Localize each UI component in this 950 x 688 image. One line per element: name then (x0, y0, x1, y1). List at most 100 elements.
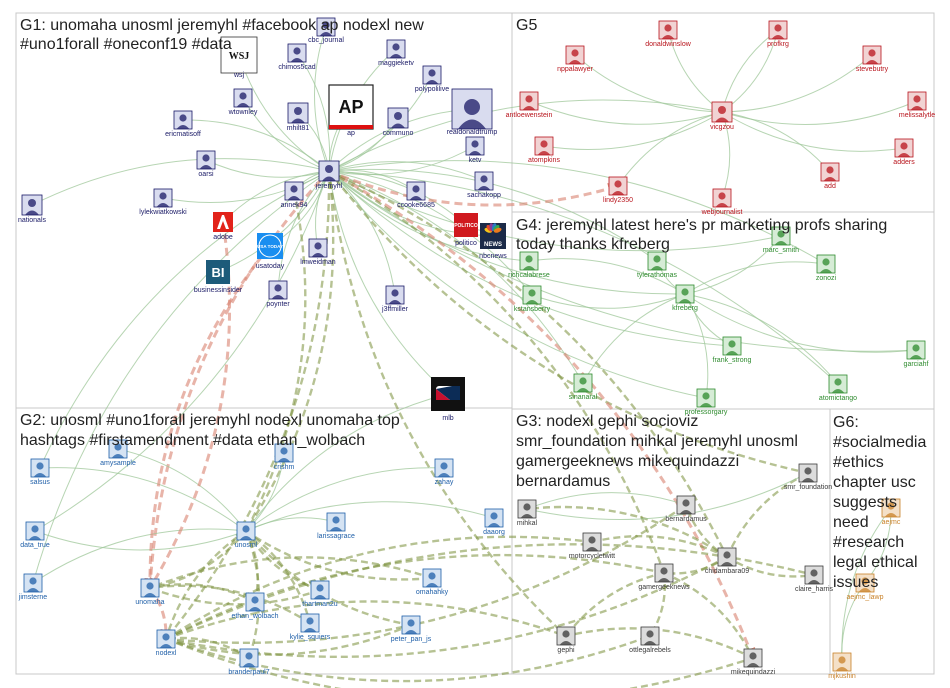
svg-text:AP: AP (338, 97, 363, 117)
node-unomaha[interactable]: unomaha (135, 578, 165, 606)
node-profkrg[interactable]: profkrg (767, 20, 789, 48)
node-label-cbc_journal: cbc_journal (308, 37, 344, 44)
node-nationals[interactable]: nationals (18, 194, 47, 224)
node-realdonaldtrump[interactable]: realdonaldtrump (447, 88, 498, 136)
node-ottlegalrebels[interactable]: ottlegalrebels (629, 626, 671, 654)
node-data_true[interactable]: data_true (20, 521, 50, 549)
edge-vicgzou-to-add (721, 111, 831, 173)
node-ethan_wolbach[interactable]: ethan_wolbach (231, 592, 279, 620)
node-adobe[interactable]: adobe (213, 212, 233, 241)
node-donaldwinslow[interactable]: donaldwinslow (645, 20, 692, 48)
node-unosml[interactable]: unosml (235, 521, 258, 549)
node-sinanaral[interactable]: sinanaral (569, 373, 598, 401)
node-melissalytle[interactable]: melissalytle (899, 91, 935, 119)
node-polypolilive[interactable]: polypolilive (415, 65, 449, 93)
node-gamergeeknews[interactable]: gamergeeknews (638, 563, 690, 591)
node-antloewenstein[interactable]: antloewenstein (506, 91, 553, 119)
node-wtownley[interactable]: wtownley (228, 88, 258, 116)
node-motorcycletwitt[interactable]: motorcycletwitt (569, 532, 615, 560)
node-thartman2u[interactable]: thartman2u (302, 580, 338, 608)
node-nodexl[interactable]: nodexl (156, 629, 177, 657)
node-peter_pan_js[interactable]: peter_pan_js (391, 615, 432, 643)
node-label-webjournalist: webjournalist (701, 209, 743, 216)
node-jimsterne[interactable]: jimsterne (18, 573, 48, 601)
node-tylerathomas[interactable]: tylerathomas (637, 251, 678, 279)
node-poynter[interactable]: poynter (266, 280, 290, 308)
node-bernardamus[interactable]: bernardamus (665, 495, 707, 523)
node-jeremyhl[interactable]: jeremyhl (315, 160, 343, 190)
node-mhilt81[interactable]: mhilt81 (287, 102, 310, 132)
edge-mlb-to-jeremyhl (327, 170, 449, 395)
avatar-icon (23, 573, 43, 593)
node-daaorg[interactable]: daaorg (483, 508, 505, 536)
node-ccooke6685[interactable]: ccooke6685 (397, 181, 435, 209)
node-zonozi[interactable]: zonozi (816, 254, 837, 282)
node-aejmc_lawp[interactable]: aejmc_lawp (847, 573, 884, 601)
node-label-unomaha: unomaha (135, 599, 164, 606)
node-kylie_squiers[interactable]: kylie_squiers (290, 613, 331, 641)
node-ketv[interactable]: ketv (465, 136, 485, 164)
node-richcalabrese[interactable]: richcalabrese (508, 251, 550, 279)
node-webjournalist[interactable]: webjournalist (701, 188, 743, 216)
node-mjkushin[interactable]: mjkushin (828, 652, 856, 680)
node-kfreberg[interactable]: kfreberg (672, 284, 698, 312)
avatar-icon (284, 181, 304, 201)
edge-omahahky-to-unomaha (148, 556, 433, 590)
node-branderpaul7[interactable]: branderpaul7 (228, 648, 270, 676)
node-lindy2350[interactable]: lindy2350 (603, 176, 633, 204)
node-mikequindazzi[interactable]: mikequindazzi (731, 648, 776, 676)
node-nppalawyer[interactable]: nppalawyer (557, 45, 594, 73)
group-title-g6-line-3: chapter usc (833, 474, 916, 491)
node-oarsi[interactable]: oarsi (196, 150, 216, 178)
node-kstansberry[interactable]: kstansberry (514, 285, 551, 313)
node-larissagrace[interactable]: larissagrace (317, 512, 355, 540)
node-smr_foundation[interactable]: smr_foundation (784, 463, 832, 491)
node-mlb[interactable]: mlb (431, 377, 465, 422)
node-gephi[interactable]: gephi (556, 626, 576, 654)
edge-vicgzou-to-antloewenstein (528, 100, 723, 125)
edge-bernardamus-to-mihkal (526, 492, 687, 510)
avatar-icon (573, 373, 593, 393)
node-stevebutry[interactable]: stevebutry (856, 45, 889, 73)
node-add[interactable]: add (820, 162, 840, 190)
node-crishm[interactable]: crishm (274, 443, 295, 471)
node-ericmatisoff[interactable]: ericmatisoff (165, 110, 201, 138)
node-aejmc[interactable]: aejmc (881, 498, 901, 526)
node-chimos5cad[interactable]: chimos5cad (278, 43, 316, 71)
node-salsus[interactable]: salsus (30, 458, 50, 486)
node-claire_harris[interactable]: claire_harris (795, 565, 834, 593)
node-zahay[interactable]: zahay (434, 458, 454, 486)
node-sachakopp[interactable]: sachakopp (467, 171, 501, 199)
node-adders[interactable]: adders (893, 138, 915, 166)
node-vicgzou[interactable]: vicgzou (710, 101, 734, 131)
adobe-icon (213, 212, 233, 232)
node-maggieketv[interactable]: maggieketv (378, 39, 414, 67)
node-chidambara09[interactable]: chidambara09 (705, 547, 749, 575)
node-omahahky[interactable]: omahahky (416, 568, 449, 596)
node-label-nbcnews: nbcnews (479, 253, 507, 260)
node-garciahf[interactable]: garciahf (904, 340, 929, 368)
node-atomictango[interactable]: atomictango (819, 374, 857, 402)
node-amysample[interactable]: amysample (100, 439, 136, 467)
node-annek94[interactable]: annek94 (281, 181, 308, 209)
node-lmweidman[interactable]: lmweidman (300, 238, 336, 266)
edge-nodexl-to-claire_harris (165, 543, 816, 641)
node-j3ffmiller[interactable]: j3ffmiller (381, 285, 409, 313)
node-cbc_journal[interactable]: cbc_journal (308, 17, 344, 44)
node-frank_strong[interactable]: frank_strong (713, 336, 752, 364)
edge-gamergeeknews-to-ottlegalrebels (648, 572, 667, 638)
node-mihkal[interactable]: mihkal (517, 499, 538, 527)
avatar-icon (422, 568, 442, 588)
node-professorgary[interactable]: professorgary (685, 388, 728, 416)
node-atompkins[interactable]: atompkins (528, 136, 560, 164)
node-marc_smith[interactable]: marc_smith (763, 226, 799, 254)
node-lylekwiatkowski[interactable]: lylekwiatkowski (139, 188, 187, 216)
node-communo[interactable]: communo (383, 107, 414, 137)
avatar-icon (820, 162, 840, 182)
